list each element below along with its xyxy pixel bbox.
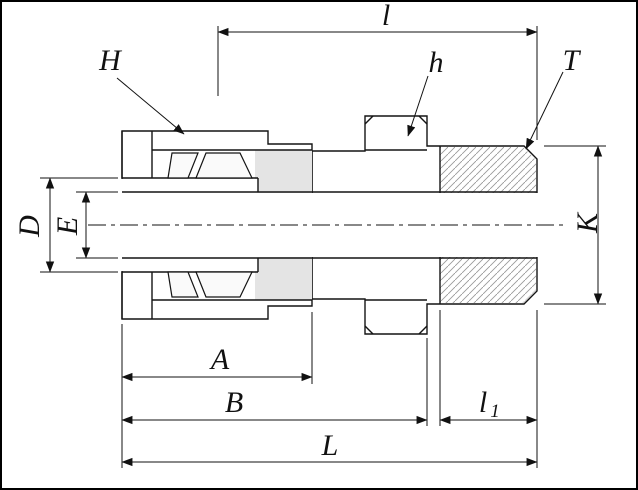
leader-line-T [525, 71, 564, 150]
label-T: T [563, 44, 582, 77]
label-l1-main: l [479, 386, 487, 419]
dimension-l1 [439, 310, 538, 426]
fitting-body-section [311, 115, 538, 335]
hex-chamfer [364, 115, 374, 125]
label-L: L [321, 429, 339, 462]
dimension-L [121, 310, 538, 468]
label-B: B [225, 386, 243, 419]
leader-line-h [407, 75, 429, 137]
label-H: H [98, 44, 123, 77]
hex-chamfer [418, 115, 428, 125]
front-ferrule-top [195, 152, 253, 179]
nut-section [121, 130, 313, 320]
dimension-B [121, 338, 428, 426]
leader-line-H [116, 77, 185, 135]
label-l: l [382, 0, 390, 32]
label-h: h [429, 46, 444, 79]
hex-chamfer [364, 325, 374, 335]
dimension-K [544, 145, 606, 305]
dimension-A [121, 312, 313, 384]
fitting-cross-section [88, 115, 566, 335]
hex-chamfer [418, 325, 428, 335]
label-D: D [13, 215, 46, 238]
label-l1-subscript: 1 [490, 401, 500, 422]
back-ferrule-bottom [167, 271, 199, 298]
label-A: A [209, 343, 230, 376]
dimension-E [76, 191, 118, 259]
dimension-D [40, 177, 118, 273]
back-ferrule-top [167, 152, 199, 179]
label-E: E [51, 217, 84, 236]
label-K: K [571, 211, 604, 234]
front-ferrule-bottom [195, 271, 253, 298]
dimension-l [217, 26, 538, 140]
ferrule-set [167, 152, 253, 298]
